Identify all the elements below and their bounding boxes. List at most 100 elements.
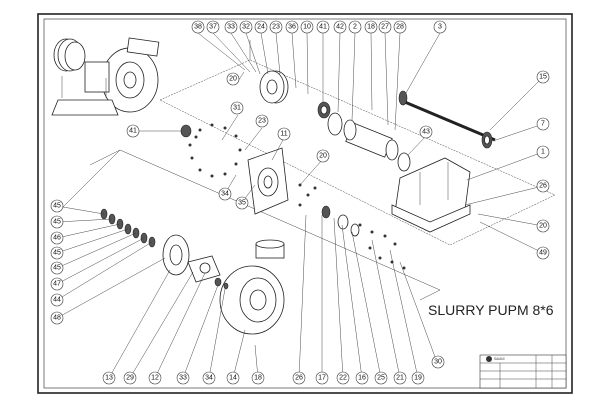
title-block: SAIANI — [479, 354, 567, 389]
callout-label: 43 — [422, 129, 430, 136]
assembled-pump — [51, 37, 160, 116]
callout-label: 22 — [339, 375, 347, 382]
callout-label: 12 — [151, 375, 159, 382]
callout-label: 19 — [414, 375, 422, 382]
callout-bubble: 14 — [226, 371, 240, 385]
callout-label: 17 — [318, 375, 326, 382]
callout-label: 29 — [126, 375, 134, 382]
callout-bubble: 29 — [123, 371, 137, 385]
callout-bubble: 34 — [218, 187, 232, 201]
callout-bubble: 23 — [255, 114, 269, 128]
callout-bubble: 25 — [374, 371, 388, 385]
callout-label: 42 — [336, 24, 344, 31]
callout-bubble: 18 — [364, 20, 378, 34]
top-callouts: 38 37 33 32 24 23 36 10 41 42 2 18 27 28… — [191, 20, 447, 34]
company-name: SAIANI — [494, 357, 505, 361]
callout-bubble: 21 — [393, 371, 407, 385]
callout-label: 41 — [129, 128, 137, 135]
impeller — [162, 234, 229, 290]
callout-bubble: 32 — [239, 20, 253, 34]
callout-label: 34 — [221, 191, 229, 198]
callout-label: 45 — [53, 265, 61, 272]
callout-label: 49 — [539, 250, 547, 257]
bottom-callouts: 13 29 12 33 34 14 18 26 17 22 16 25 21 1… — [102, 355, 445, 385]
callout-bubble: 46 — [50, 231, 64, 245]
callout-label: 25 — [377, 375, 385, 382]
callout-bubble: 28 — [393, 20, 407, 34]
callout-label: 20 — [319, 153, 327, 160]
callout-bubble: 19 — [411, 371, 425, 385]
callout-label: 10 — [303, 24, 311, 31]
bolt-pattern — [188, 123, 406, 270]
callout-label: 1 — [541, 149, 545, 156]
construction-lines — [59, 40, 556, 301]
callout-bubble: 35 — [235, 196, 249, 210]
shaft-assembly — [327, 90, 496, 161]
callout-label: 36 — [288, 24, 296, 31]
callout-label: 18 — [254, 375, 262, 382]
callout-bubble: 17 — [315, 371, 329, 385]
callout-bubble: 11 — [277, 127, 291, 141]
callout-label: 30 — [434, 359, 442, 366]
callout-label: 21 — [396, 375, 404, 382]
callout-bubble: 33 — [176, 371, 190, 385]
callout-label: 34 — [205, 375, 213, 382]
callout-label: 37 — [209, 24, 217, 31]
pulley — [180, 70, 331, 138]
callout-bubble: 15 — [536, 70, 550, 84]
callout-bubble: 12 — [148, 371, 162, 385]
leader-lines — [56, 32, 544, 379]
callout-bubble: 22 — [336, 371, 350, 385]
callout-label: 7 — [541, 121, 545, 128]
callout-label: 47 — [53, 281, 61, 288]
callout-bubble: 33 — [224, 20, 238, 34]
callout-bubble: 45 — [50, 199, 64, 213]
callout-label: 27 — [381, 24, 389, 31]
bearing-frame — [391, 157, 471, 233]
callout-bubble: 23 — [269, 20, 283, 34]
callout-bubble: 20 — [316, 149, 330, 163]
callout-label: 20 — [229, 76, 237, 83]
callout-label: 23 — [272, 24, 280, 31]
callout-label: 18 — [367, 24, 375, 31]
callout-label: 45 — [53, 203, 61, 210]
callout-label: 2 — [353, 24, 357, 31]
callout-label: 15 — [539, 74, 547, 81]
callout-bubble: 45 — [50, 261, 64, 275]
callout-bubble: 1 — [536, 145, 550, 159]
callout-bubble: 47 — [50, 277, 64, 291]
callout-bubble: 3 — [433, 20, 447, 34]
company-logo-icon — [486, 356, 492, 362]
callout-bubble: 41 — [316, 20, 330, 34]
frame-plate — [247, 147, 289, 215]
callout-bubble: 27 — [378, 20, 392, 34]
callout-label: 16 — [358, 375, 366, 382]
callout-label: 14 — [229, 375, 237, 382]
callout-bubble: 49 — [536, 246, 550, 260]
callout-bubble: 20 — [226, 72, 240, 86]
callout-label: 31 — [233, 105, 241, 112]
inner-border — [43, 18, 567, 389]
callout-bubble: 44 — [50, 293, 64, 307]
callout-label: 45 — [53, 219, 61, 226]
callout-bubble: 26 — [292, 371, 306, 385]
callout-bubble: 37 — [206, 20, 220, 34]
callout-label: 41 — [319, 24, 327, 31]
callout-label: 3 — [438, 24, 442, 31]
callout-label: 26 — [539, 183, 547, 190]
callout-bubble: 16 — [355, 371, 369, 385]
callout-label: 48 — [53, 315, 61, 322]
callout-label: 46 — [53, 235, 61, 242]
callout-bubble: 24 — [254, 20, 268, 34]
callout-label: 32 — [242, 24, 250, 31]
callout-label: 44 — [53, 297, 61, 304]
callout-bubble: 34 — [202, 371, 216, 385]
callout-label: 28 — [396, 24, 404, 31]
callout-label: 20 — [539, 223, 547, 230]
callout-label: 23 — [258, 118, 266, 125]
callout-label: 24 — [257, 24, 265, 31]
callout-bubble: 45 — [50, 215, 64, 229]
callout-bubble: 18 — [251, 371, 265, 385]
seal-components — [321, 152, 411, 237]
callout-bubble: 13 — [102, 371, 116, 385]
